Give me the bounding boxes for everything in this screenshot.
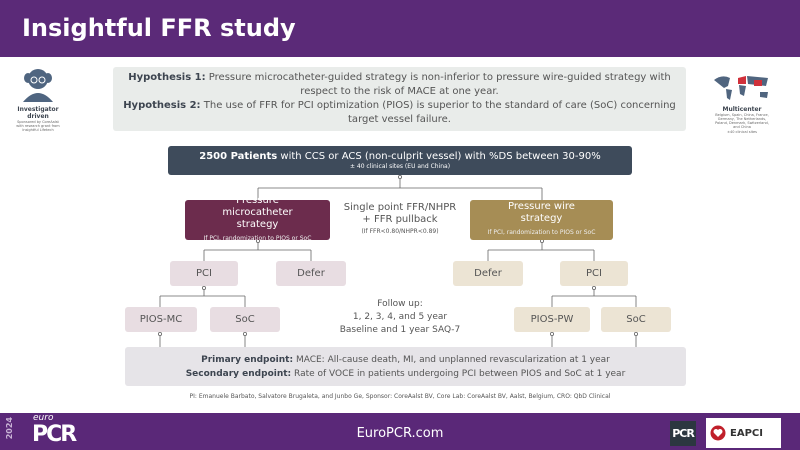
pi-credits: PI: Emanuele Barbato, Salvatore Brugalet… <box>189 393 611 400</box>
multicenter-title: Multicenter <box>722 106 762 113</box>
footer-url[interactable]: EuroPCR.com <box>356 426 444 441</box>
follow-up-saq: Baseline and 1 year SAQ-7 <box>339 325 461 335</box>
hypothesis-1: Hypothesis 1: Pressure microcatheter-gui… <box>113 71 686 99</box>
left-soc-box: SoC <box>210 307 280 332</box>
wire-strategy-title: Pressure wire strategy <box>508 201 575 224</box>
follow-up-years: 1, 2, 3, 4, and 5 year <box>352 312 448 322</box>
hypothesis-1-text: Pressure microcatheter-guided strategy i… <box>205 72 671 97</box>
hypothesis-2-text: The use of FFR for PCI optimization (PIO… <box>200 100 676 125</box>
world-map-icon <box>714 76 768 100</box>
wire-strategy-box: Pressure wire strategy If PCI, randomiza… <box>470 200 613 240</box>
follow-up-title: Follow up: <box>377 299 423 309</box>
endpoints-box: Primary endpoint: MACE: All-cause death,… <box>125 347 686 386</box>
investigator-title: Investigator driven <box>17 106 59 120</box>
secondary-endpoint: Secondary endpoint: Rate of VOCE in pati… <box>186 367 626 381</box>
microcatheter-strategy-title: Pressure microcatheter strategy <box>222 195 293 230</box>
patients-criteria: with CCS or ACS (non-culprit vessel) wit… <box>277 151 601 162</box>
wire-strategy-sub: If PCI, randomization to PIOS or SoC <box>487 229 596 236</box>
europcr-logo: PCR <box>32 422 77 447</box>
patients-sites: ± 40 clinical sites (EU and China) <box>349 163 451 170</box>
pios-mc-box: PIOS-MC <box>125 307 197 332</box>
investigator-block: Investigator driven Sponsored by CoreAal… <box>15 66 61 132</box>
secondary-endpoint-label: Secondary endpoint: <box>185 368 292 379</box>
right-defer-box: Defer <box>453 261 523 286</box>
secondary-endpoint-text: Rate of VOCE in patients undergoing PCI … <box>291 368 626 379</box>
left-pci-box: PCI <box>170 261 238 286</box>
pios-pw-box: PIOS-PW <box>514 307 590 332</box>
patients-count: 2500 Patients <box>199 151 278 162</box>
page-title: Insightful FFR study <box>22 14 296 42</box>
center-threshold: (If FFR<0.80/NHPR<0.89) <box>361 228 439 235</box>
heart-icon <box>710 425 726 441</box>
eapci-text: EAPCI <box>730 427 763 439</box>
microcatheter-strategy-sub: If PCI, randomization to PIOS or SoC <box>203 235 312 242</box>
microcatheter-strategy-box: Pressure microcatheter strategy If PCI, … <box>185 195 330 242</box>
follow-up: Follow up: 1, 2, 3, 4, and 5 year Baseli… <box>330 298 470 337</box>
patients-box: 2500 Patients with CCS or ACS (non-culpr… <box>168 146 632 175</box>
center-line-1: Single point FFR/NHPR <box>343 202 457 213</box>
primary-endpoint-text: MACE: All-cause death, MI, and unplanned… <box>293 354 610 365</box>
primary-endpoint-label: Primary endpoint: <box>201 354 294 365</box>
pcr-logo: PCR <box>670 421 696 446</box>
investigator-subtitle: Sponsored by CoreAalst with research gra… <box>16 120 60 132</box>
center-line-2: + FFR pullback <box>362 214 438 225</box>
eapci-logo: EAPCI <box>706 418 781 448</box>
hypothesis-2-label: Hypothesis 2: <box>123 100 201 111</box>
logo-euro: euro <box>33 413 54 423</box>
multicenter-sites: ±40 clinical sites <box>727 130 757 134</box>
footer-bar <box>0 413 800 450</box>
patients-line: 2500 Patients with CCS or ACS (non-culpr… <box>199 151 600 162</box>
right-pci-box: PCI <box>560 261 628 286</box>
investigator-icon <box>23 69 53 102</box>
header-bar <box>0 0 800 57</box>
primary-endpoint: Primary endpoint: MACE: All-cause death,… <box>201 353 610 367</box>
left-defer-box: Defer <box>276 261 346 286</box>
hypothesis-2: Hypothesis 2: The use of FFR for PCI opt… <box>113 99 686 127</box>
hypotheses-box: Hypothesis 1: Pressure microcatheter-gui… <box>113 67 686 131</box>
multicenter-block: Multicenter Belgium, Spain, China, Franc… <box>712 72 772 134</box>
multicenter-countries: Belgium, Spain, China, France, Germany, … <box>715 113 769 129</box>
right-soc-box: SoC <box>601 307 671 332</box>
center-measurement: Single point FFR/NHPR + FFR pullback (If… <box>336 202 464 238</box>
hypothesis-1-label: Hypothesis 1: <box>128 72 206 83</box>
